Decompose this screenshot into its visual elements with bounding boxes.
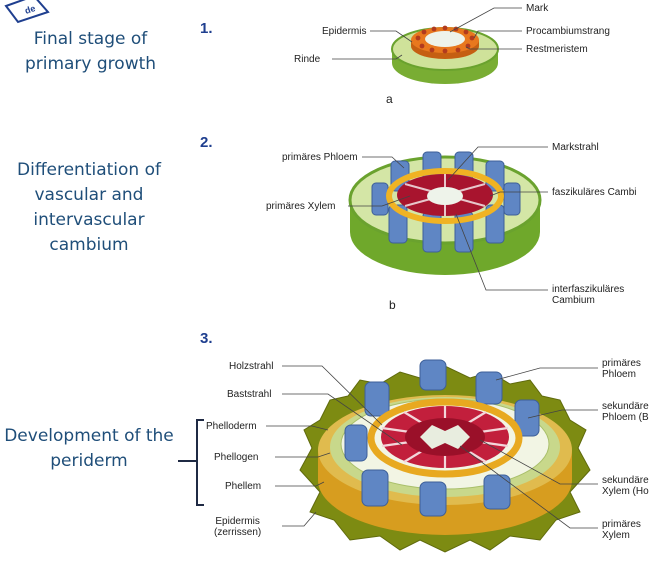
label-mark: Mark — [526, 3, 549, 14]
caption-stage3: Development of the periderm — [4, 426, 174, 471]
label-procambium: Procambiumstrang — [526, 26, 610, 37]
label-faszikulaeres-cambium: faszikuläres Cambi — [552, 187, 637, 198]
label-primaeres-xylem-3: primäres Xylem — [602, 519, 641, 541]
stage-number-3: 3. — [200, 330, 213, 347]
stem-stage2 — [348, 146, 548, 291]
label-primaeres-xylem-2: primäres Xylem — [266, 201, 336, 212]
label-sekundaeres-phloem: sekundäre Phloem (B — [602, 401, 649, 423]
stage-number-1: 1. — [200, 20, 213, 37]
label-primaeres-phloem-3: primäres Phloem — [602, 358, 641, 380]
stem-stage3 — [266, 359, 598, 553]
corner-stamp-icon: de — [4, 0, 50, 24]
label-rinde: Rinde — [294, 54, 321, 65]
label-phellem: Phellem — [225, 481, 262, 492]
caption-stage1: Final stage of primary growth — [24, 29, 157, 74]
label-epidermis-3: Epidermis (zerrissen) — [214, 516, 262, 538]
periderm-bracket — [178, 419, 204, 506]
label-phelloderm: Phelloderm — [206, 421, 257, 432]
svg-text:de: de — [24, 3, 37, 16]
label-holzstrahl: Holzstrahl — [229, 361, 274, 372]
stem-stage1 — [332, 7, 522, 84]
label-primaeres-phloem-2: primäres Phloem — [282, 152, 358, 163]
caption-stage2: Differentiation of vascular and intervas… — [17, 160, 161, 255]
label-phellogen: Phellogen — [214, 452, 259, 463]
label-interfaszikulaeres-cambium: interfaszikuläres Cambium — [552, 284, 625, 306]
sub-label-a: a — [386, 92, 393, 106]
label-restmeristem: Restmeristem — [526, 44, 588, 55]
stage-number-2: 2. — [200, 134, 213, 151]
sub-label-b: b — [389, 298, 396, 312]
label-sekundaeres-xylem: sekundäre Xylem (Ho — [602, 475, 649, 497]
label-epidermis-1: Epidermis — [322, 26, 367, 37]
label-baststrahl: Baststrahl — [227, 389, 272, 400]
label-markstrahl: Markstrahl — [552, 142, 599, 153]
